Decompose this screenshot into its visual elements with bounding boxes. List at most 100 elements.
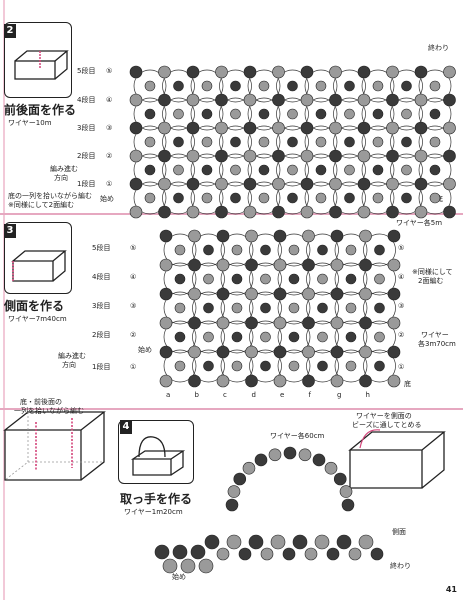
wire-loop bbox=[192, 233, 225, 267]
bead bbox=[186, 65, 200, 79]
bead bbox=[215, 121, 228, 135]
bead bbox=[173, 136, 184, 148]
bead bbox=[300, 205, 314, 219]
bead bbox=[429, 136, 441, 148]
bead bbox=[387, 374, 401, 388]
bead bbox=[302, 229, 315, 243]
bead bbox=[215, 205, 228, 219]
step4-number: 4 bbox=[120, 420, 132, 434]
direction-label: 編み進む bbox=[58, 352, 86, 360]
wire-loop bbox=[192, 349, 225, 383]
wire-loop bbox=[276, 153, 309, 187]
wire-loop bbox=[304, 69, 338, 103]
handle-bead bbox=[333, 472, 347, 486]
bead bbox=[129, 93, 143, 107]
bead bbox=[188, 316, 201, 330]
bead bbox=[300, 93, 314, 107]
bead bbox=[216, 287, 230, 301]
wire-loop bbox=[304, 97, 338, 131]
bead bbox=[288, 360, 300, 372]
wire-loop bbox=[334, 349, 368, 383]
bead bbox=[329, 93, 342, 107]
wire-loop bbox=[276, 125, 309, 159]
wire-loop bbox=[390, 69, 423, 103]
bead bbox=[429, 80, 441, 92]
wire-loop bbox=[163, 291, 197, 325]
column-label: b bbox=[194, 391, 199, 399]
wire-loop bbox=[220, 320, 254, 354]
bead bbox=[258, 136, 270, 148]
bead bbox=[201, 192, 213, 204]
step4-title: 取っ手を作る bbox=[120, 492, 193, 506]
bead bbox=[201, 80, 213, 92]
bead bbox=[216, 258, 230, 272]
wire-loop bbox=[249, 233, 282, 267]
step2-number: 2 bbox=[4, 24, 16, 38]
column-label: f bbox=[308, 391, 311, 399]
wire-loop bbox=[162, 181, 195, 215]
bead bbox=[359, 229, 372, 243]
bead bbox=[245, 229, 258, 243]
wire-loop bbox=[418, 181, 452, 215]
wire-loop bbox=[363, 291, 396, 325]
bead bbox=[215, 65, 228, 79]
bead bbox=[273, 345, 287, 359]
bead bbox=[260, 360, 271, 372]
end-label: 終わり bbox=[428, 44, 449, 52]
wire-loop bbox=[190, 125, 224, 159]
bead bbox=[216, 316, 230, 330]
bead bbox=[258, 80, 270, 92]
wire-loop bbox=[249, 262, 282, 296]
wire-loop bbox=[361, 125, 395, 159]
bead bbox=[429, 164, 441, 176]
wire-loop bbox=[306, 349, 339, 383]
bead bbox=[203, 273, 214, 285]
wire-loop bbox=[162, 125, 195, 159]
column-label: a bbox=[166, 391, 171, 399]
bead bbox=[215, 177, 228, 191]
bead bbox=[287, 136, 298, 148]
row-circled-2: ② bbox=[130, 331, 137, 339]
wire-loop bbox=[306, 262, 339, 296]
bead bbox=[302, 345, 315, 359]
row-circled-4: ④ bbox=[130, 273, 137, 281]
bead bbox=[158, 149, 171, 163]
bead bbox=[315, 192, 327, 204]
box-note: 一列を拾いながら編む bbox=[14, 407, 84, 415]
bead bbox=[345, 360, 357, 372]
bead bbox=[443, 205, 456, 219]
bead bbox=[173, 192, 184, 204]
row-label-1: 1段目 bbox=[92, 363, 111, 371]
wire-loop bbox=[390, 181, 423, 215]
bead bbox=[302, 374, 315, 388]
bead bbox=[258, 192, 270, 204]
bead bbox=[188, 287, 201, 301]
bead bbox=[129, 205, 143, 219]
bead bbox=[414, 93, 428, 107]
base-bead bbox=[370, 547, 384, 561]
bead bbox=[231, 302, 243, 314]
wire-loop bbox=[276, 69, 309, 103]
bead bbox=[386, 93, 399, 107]
bead bbox=[372, 136, 384, 148]
wire-loop bbox=[162, 69, 195, 103]
wire-note: 各3m70cm bbox=[418, 340, 456, 348]
wire-loop bbox=[190, 181, 224, 215]
bead bbox=[443, 177, 456, 191]
wire-loop bbox=[133, 153, 167, 187]
start-label: 始め bbox=[138, 346, 152, 354]
handle-bead bbox=[268, 448, 282, 462]
wire-loop bbox=[334, 320, 368, 354]
row-circled-4: ④ bbox=[106, 96, 113, 104]
wire-loop bbox=[133, 69, 167, 103]
handle-bead bbox=[254, 453, 268, 467]
bead bbox=[231, 273, 243, 285]
row-label-5: 5段目 bbox=[92, 244, 111, 252]
start-bead bbox=[172, 544, 188, 560]
wire-loop bbox=[190, 97, 224, 131]
wire-loop bbox=[247, 69, 281, 103]
bead bbox=[186, 149, 200, 163]
bead bbox=[203, 331, 214, 343]
bead bbox=[443, 121, 456, 135]
